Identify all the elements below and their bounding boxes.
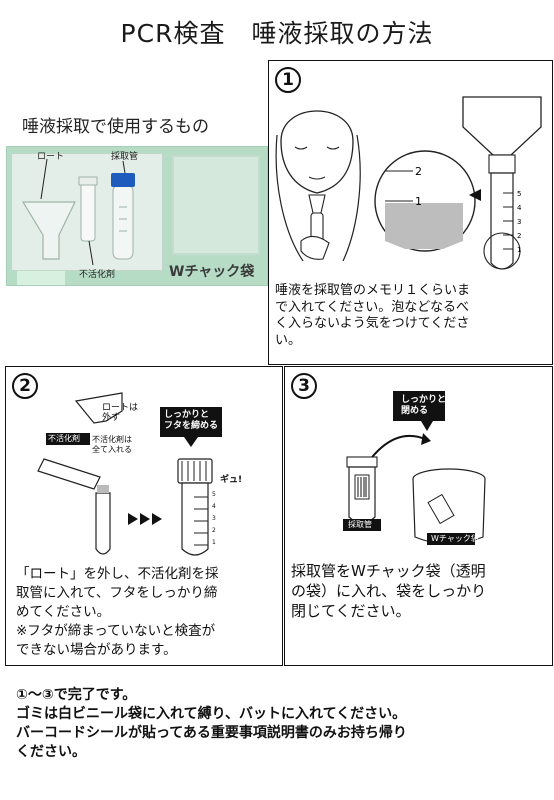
step2-illustration	[37, 392, 222, 556]
zip-bag-image	[172, 155, 260, 255]
magnified-level-view	[374, 150, 481, 252]
tube-mark-2: 2	[517, 232, 521, 240]
bag-tag: Wチャック袋	[431, 534, 479, 543]
scale-label-1: 1	[415, 195, 422, 208]
supplies-heading: 唾液採取で使用するもの	[22, 117, 209, 137]
tube-mark-5: 5	[517, 190, 521, 198]
tighten-label: しっかりと フタを締める	[164, 410, 219, 431]
zip-bag-label: Wチャック袋	[169, 264, 255, 280]
step1-panel: 1 2 1	[268, 60, 553, 365]
tube-mark-3: 3	[517, 218, 521, 226]
footer-line: ①〜③で完了です。	[16, 687, 137, 703]
close-label: しっかりと 閉める	[401, 395, 447, 416]
footer-line: ゴミは白ビニール袋に入れて縛り、バットに入れてください。	[16, 706, 407, 722]
tighten-sound: ギュ!	[220, 475, 243, 485]
footer-line: バーコードシールが貼ってある重要事項説明書のみお持ち帰り	[16, 725, 407, 741]
tube-label: 採取管	[111, 152, 139, 162]
step3-illustration	[343, 391, 486, 545]
step1-instructions: 唾液を採取管のメモリ１くらいま で入れてください。泡などなるべ く入らないよう気…	[275, 283, 471, 348]
step1-illustration: 2 1 5 4 3 2 1	[275, 96, 542, 270]
step3-panel: 3 しっかりと 閉める 採取管 Wチャック袋 採取管をWチャック袋（透明 の袋）…	[284, 366, 553, 666]
step2-instructions: 「ロート」を外し、不活化剤を採 取管に入れて、フタをしっかり締 めてください。 …	[16, 566, 219, 658]
inactivator-label: 不活化剤	[79, 270, 116, 280]
step2-panel: 2 ロートは 外す 不活化剤 不活化剤は 全て入れる しっかりと フタを締める	[5, 366, 283, 666]
supplies-photo: ロート 採取管 不活化剤 Wチャック袋	[6, 146, 268, 286]
tube-mark-4: 4	[517, 204, 522, 212]
remove-funnel-label: ロートは 外す	[102, 403, 139, 423]
step3-number: 3	[291, 373, 317, 399]
face-illustration	[275, 110, 361, 262]
sticker-decoration	[17, 271, 65, 285]
page-title: PCR検査 唾液採取の方法	[120, 19, 434, 48]
funnel-tube-illustration	[462, 96, 542, 270]
footer-line: ください。	[16, 744, 86, 760]
scale-label-2: 2	[415, 165, 422, 178]
step3-instructions: 採取管をWチャック袋（透明 の袋）に入れ、袋をしっかり 閉じてください。	[291, 562, 487, 620]
step2-number: 2	[12, 373, 38, 399]
tube-marks: 5 4 3 2 1	[212, 491, 216, 546]
inactivator-tag: 不活化剤	[48, 434, 80, 443]
tube-mark-1: 1	[517, 246, 521, 254]
step1-number: 1	[275, 67, 301, 93]
pour-all-label: 不活化剤は 全て入れる	[92, 435, 132, 454]
supplies-illustration	[21, 158, 135, 266]
funnel-label: ロート	[37, 152, 65, 162]
tube-tag: 採取管	[348, 520, 372, 529]
completion-notes: ①〜③で完了です。 ゴミは白ビニール袋に入れて縛り、バットに入れてください。 バ…	[16, 686, 546, 762]
